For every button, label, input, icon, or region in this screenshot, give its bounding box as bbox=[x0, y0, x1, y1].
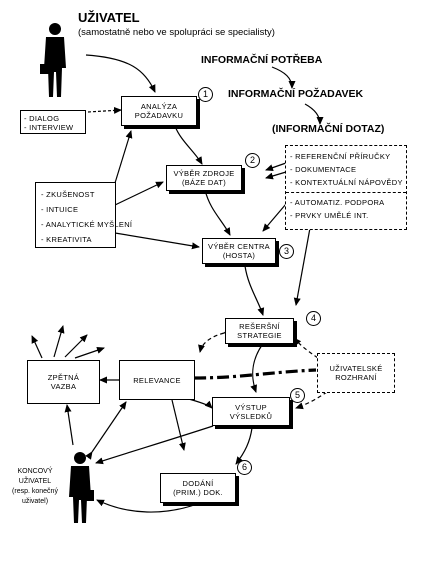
analysis-line: ANALÝZA bbox=[140, 102, 178, 111]
feedback-line: VAZBA bbox=[50, 382, 77, 391]
arrow-center-to-strategy bbox=[244, 265, 265, 316]
arrow-feedback-out-4 bbox=[74, 346, 105, 359]
relevance-box: RELEVANCE bbox=[119, 360, 195, 400]
business-person-icon bbox=[40, 23, 66, 97]
source-line: VÝBĚR ZDROJE bbox=[173, 169, 235, 178]
arrow-source-to-center bbox=[204, 189, 231, 236]
user-subtitle: (samostatně nebo ve spolupráci se specia… bbox=[78, 27, 275, 38]
dialog-line: - INTERVIEW bbox=[24, 123, 74, 132]
arrow-feedback-out-2 bbox=[53, 325, 65, 358]
user-title: UŽIVATEL bbox=[78, 10, 140, 25]
output-line: VÝSLEDKŮ bbox=[229, 411, 273, 421]
center-line: VÝBĚR CENTRA bbox=[208, 242, 270, 251]
arrow-resources-to-source-2 bbox=[265, 171, 287, 180]
end-user-label: KONCOVÝ UŽIVATEL (resp. konečný uživatel… bbox=[6, 467, 64, 507]
arrow-interface-to-output bbox=[295, 391, 328, 410]
header-query: (INFORMAČNÍ DOTAZ) bbox=[272, 123, 385, 135]
step-number-badge: 5 bbox=[290, 388, 305, 403]
output-box: VÝSTUP VÝSLEDKŮ bbox=[212, 397, 290, 426]
delivery-line: DODÁNÍ bbox=[182, 479, 214, 488]
user-interface-box: UŽIVATELSKÉ ROZHRANÍ bbox=[317, 353, 395, 393]
arrow-skills-to-source bbox=[114, 181, 164, 206]
header-need: INFORMAČNÍ POTŘEBA bbox=[201, 54, 323, 66]
header-request: INFORMAČNÍ POŽADAVEK bbox=[228, 88, 364, 100]
relevance-label: RELEVANCE bbox=[133, 375, 181, 385]
resources-box: - REFERENČNÍ PŘÍRUČKY - DOKUMENTACE - KO… bbox=[285, 145, 407, 230]
delivery-line: (PRIM.) DOK. bbox=[173, 488, 223, 497]
arrow-automat-to-strategy bbox=[293, 227, 311, 306]
center-line: (HOSTA) bbox=[222, 251, 256, 260]
arrow-user-to-feedback bbox=[64, 404, 74, 446]
arrow-strategy-to-output bbox=[250, 344, 263, 393]
arrow-feedback-out-3 bbox=[64, 334, 88, 358]
interface-line: UŽIVATELSKÉ bbox=[329, 364, 383, 373]
dash-dot-interface-line bbox=[193, 368, 317, 380]
strategy-line: STRATEGIE bbox=[237, 331, 282, 340]
end-user-line: UŽIVATEL bbox=[18, 478, 52, 485]
step-number-badge: 1 bbox=[198, 87, 213, 102]
arrow-strategy-relevance bbox=[198, 327, 232, 353]
strategy-box: REŠERŠNÍ STRATEGIE bbox=[225, 318, 294, 344]
arrow-user-to-analysis bbox=[85, 54, 156, 93]
arrow-request-to-query bbox=[304, 103, 324, 125]
arrow-user-relevance bbox=[85, 401, 127, 460]
arrow-dialog-to-analysis bbox=[87, 106, 122, 114]
dialog-line: - DIALOG bbox=[24, 114, 60, 123]
analysis-line: POŽADAVKU bbox=[134, 111, 184, 120]
end-user-line: uživatel) bbox=[21, 498, 49, 505]
resource-item: - AUTOMATIZ. PODPORA bbox=[290, 198, 385, 207]
end-user-line: KONCOVÝ bbox=[17, 468, 53, 475]
skill-item: - INTUICE bbox=[41, 205, 79, 214]
resource-item: - PRVKY UMĚLÉ INT. bbox=[290, 211, 369, 220]
feedback-line: ZPĚTNÁ bbox=[47, 373, 80, 382]
feedback-box: ZPĚTNÁ VAZBA bbox=[27, 360, 100, 404]
arrow-skills-to-analysis bbox=[114, 130, 133, 184]
arrow-resources-to-source bbox=[265, 162, 287, 171]
step-number-badge: 6 bbox=[237, 460, 252, 475]
arrow-relevance-to-delivery bbox=[171, 399, 186, 451]
skill-item: - KREATIVITA bbox=[41, 235, 92, 244]
resources-divider bbox=[286, 192, 406, 193]
arrow-skills-to-center bbox=[114, 232, 200, 250]
end-user-person-icon bbox=[69, 452, 94, 523]
skills-box: - ZKUŠENOST - INTUICE - ANALYTICKÉ MYŠLE… bbox=[35, 182, 133, 248]
step-number-badge: 2 bbox=[245, 153, 260, 168]
arrow-interface-strategy bbox=[293, 337, 326, 365]
resource-item: - KONTEXTUÁLNÍ NÁPOVĚDY bbox=[290, 178, 403, 187]
source-box: VÝBĚR ZDROJE (BÁZE DAT) bbox=[166, 165, 242, 191]
delivery-box: DODÁNÍ (PRIM.) DOK. bbox=[160, 473, 236, 503]
arrow-output-to-user bbox=[95, 425, 214, 465]
analysis-box: ANALÝZA POŽADAVKU bbox=[121, 96, 197, 126]
arrow-need-to-request bbox=[271, 66, 296, 89]
interface-line: ROZHRANÍ bbox=[335, 373, 377, 382]
arrow-feedback-out-1 bbox=[31, 335, 43, 359]
skill-item: - ANALYTICKÉ MYŠLENÍ bbox=[41, 220, 133, 229]
skill-item: - ZKUŠENOST bbox=[41, 190, 95, 199]
source-line: (BÁZE DAT) bbox=[181, 178, 227, 187]
arrow-resources-to-center bbox=[262, 203, 287, 232]
arrow-output-to-delivery bbox=[235, 427, 253, 465]
step-number-badge: 4 bbox=[306, 311, 321, 326]
end-user-line: (resp. konečný bbox=[12, 488, 58, 495]
dialog-box: - DIALOG - INTERVIEW bbox=[20, 110, 86, 134]
resource-item: - REFERENČNÍ PŘÍRUČKY bbox=[290, 152, 391, 161]
output-line: VÝSTUP bbox=[235, 402, 267, 412]
arrow-delivery-to-user bbox=[96, 499, 201, 513]
arrow-analysis-to-source bbox=[174, 125, 203, 165]
resource-item: - DOKUMENTACE bbox=[290, 165, 357, 174]
step-number-badge: 3 bbox=[279, 244, 294, 259]
strategy-line: REŠERŠNÍ bbox=[239, 322, 280, 331]
center-box: VÝBĚR CENTRA (HOSTA) bbox=[202, 238, 276, 264]
